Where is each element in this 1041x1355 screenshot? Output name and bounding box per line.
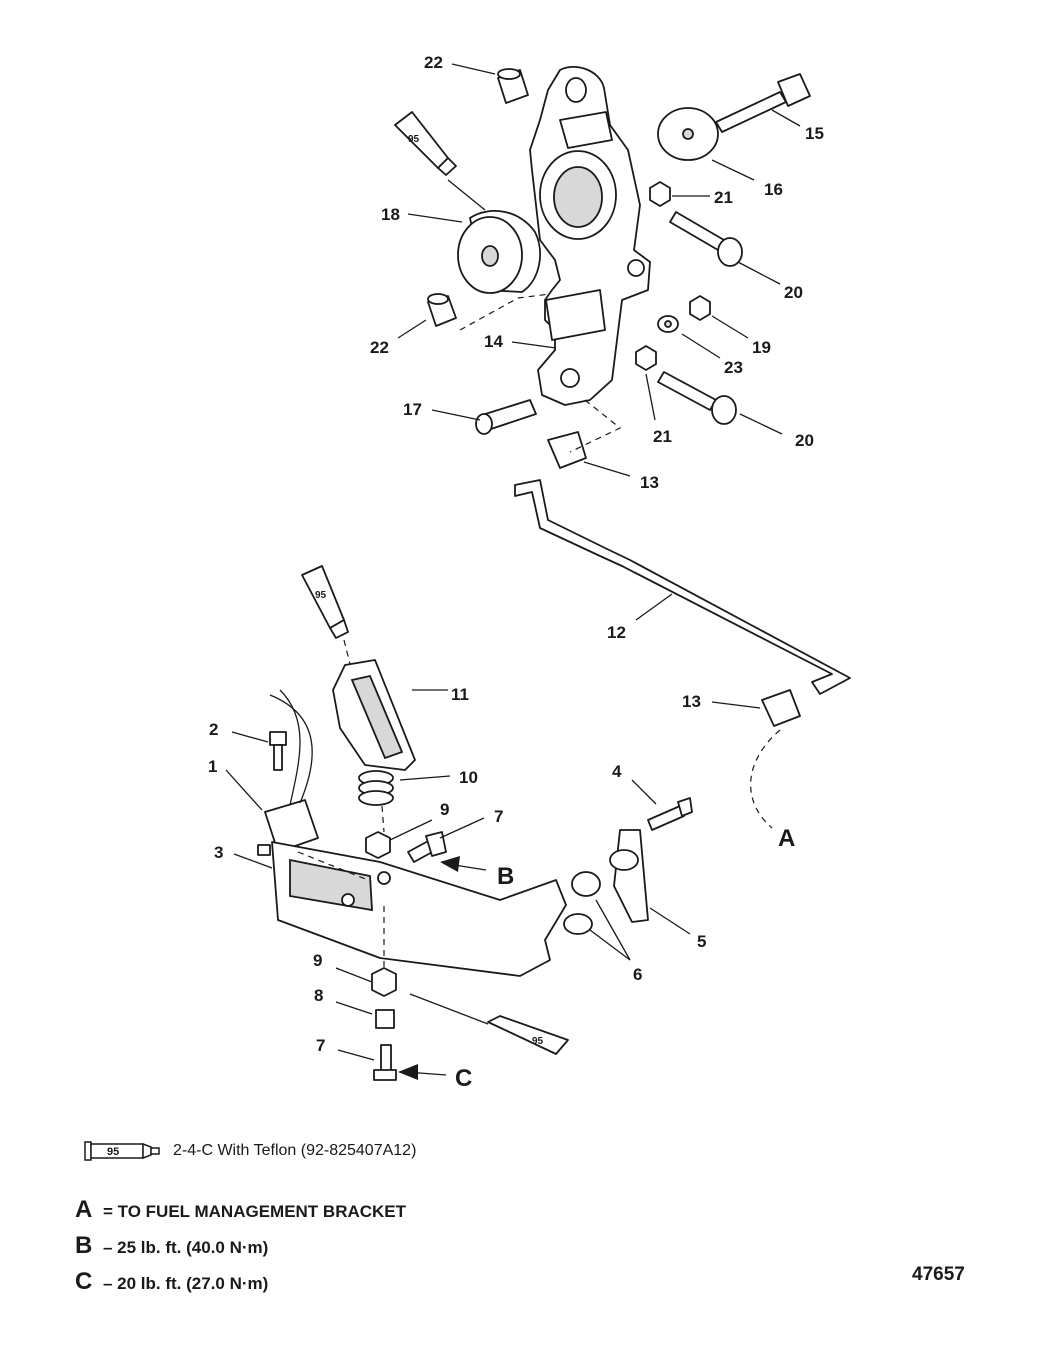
- nut-part-21-top: [649, 181, 671, 207]
- callout-4: 4: [612, 762, 622, 781]
- throttle-cam-part-14: [529, 66, 651, 406]
- lubricant-tube-middle: 95: [301, 565, 349, 639]
- callout-15: 15: [805, 124, 824, 143]
- callout-2: 2: [209, 720, 218, 739]
- tube-label-95: 95: [315, 590, 327, 601]
- screw-part-2: [269, 731, 287, 771]
- lubricant-legend-row: 95 2-4-C With Teflon (92-825407A12): [75, 1135, 416, 1167]
- callout-9: 9: [313, 951, 322, 970]
- bushing-part-6: [563, 871, 601, 935]
- figure-number: 47657: [912, 1264, 965, 1285]
- nut-part-19: [689, 295, 711, 321]
- callout-11: 11: [451, 685, 469, 704]
- bushing-part-22-top: [497, 68, 529, 104]
- bolt-part-15: [715, 73, 811, 133]
- cover-part-11: [332, 659, 416, 771]
- screw-part-20-bottom: [657, 371, 737, 425]
- roller-part-18: [457, 210, 541, 294]
- lubricant-tube-top: 95: [394, 111, 457, 176]
- legend-tube-label: 95: [107, 1146, 119, 1158]
- screw-part-4: [647, 797, 693, 831]
- lubricant-tube-icon: 95: [84, 1141, 160, 1161]
- tube-label-95: 95: [408, 134, 420, 145]
- callout-20: 20: [795, 431, 814, 450]
- link-rod-part-12: [514, 479, 851, 695]
- callout-6: 6: [633, 965, 642, 984]
- callout-5: 5: [697, 932, 706, 951]
- callout-7: 7: [494, 807, 503, 826]
- callout-21: 21: [714, 188, 733, 207]
- bolt-part-7-top: [407, 831, 447, 863]
- spring-part-10: [358, 770, 394, 806]
- note-a: A = TO FUEL MANAGEMENT BRACKET: [75, 1196, 406, 1224]
- callout-14: 14: [484, 332, 503, 351]
- throttle-lever-part-3: [271, 841, 567, 977]
- link-connector-part-13-mid: [761, 689, 801, 727]
- callout-10: 10: [459, 768, 478, 787]
- washer-part-16: [657, 107, 719, 161]
- callout-7: 7: [316, 1036, 325, 1055]
- link-connector-part-13-top: [547, 431, 587, 469]
- tube-label-95: 95: [532, 1036, 544, 1047]
- callout-17: 17: [403, 400, 422, 419]
- leader-lines: [225, 63, 801, 1061]
- arrow-c: [398, 1064, 447, 1080]
- callout-3: 3: [214, 843, 223, 862]
- note-b: B – 25 lb. ft. (40.0 N·m): [75, 1232, 268, 1260]
- letter-a: A: [778, 825, 795, 852]
- nut-part-9-bottom: [371, 967, 397, 997]
- callout-8: 8: [314, 986, 323, 1005]
- callout-13: 13: [682, 692, 701, 711]
- switch-part-1: [257, 689, 319, 856]
- callout-20: 20: [784, 283, 803, 302]
- callout-21: 21: [653, 427, 672, 446]
- callout-16: 16: [764, 180, 783, 199]
- nut-part-21-bottom: [635, 345, 657, 371]
- callout-19: 19: [752, 338, 771, 357]
- arrow-b: [440, 856, 487, 872]
- washer-part-23: [657, 315, 679, 333]
- bushing-part-8: [375, 1009, 395, 1029]
- note-text-c: – 20 lb. ft. (27.0 N·m): [103, 1274, 269, 1293]
- nut-part-9-top: [365, 831, 391, 859]
- note-text-b: – 25 lb. ft. (40.0 N·m): [103, 1238, 269, 1257]
- note-key-b: B: [75, 1232, 93, 1259]
- letter-b: B: [497, 863, 514, 890]
- note-c: C – 20 lb. ft. (27.0 N·m): [75, 1268, 268, 1296]
- note-key-a: A: [75, 1196, 93, 1223]
- callout-22: 22: [370, 338, 389, 357]
- bolt-part-7-bottom: [373, 1044, 397, 1081]
- callout-13: 13: [640, 473, 659, 492]
- callout-12: 12: [607, 623, 626, 642]
- lubricant-tube-bottom: 95: [487, 1015, 569, 1055]
- callout-23: 23: [724, 358, 743, 377]
- dashed-reference-lines: [297, 293, 781, 968]
- note-text-a: = TO FUEL MANAGEMENT BRACKET: [103, 1202, 407, 1221]
- callout-9: 9: [440, 800, 449, 819]
- note-key-c: C: [75, 1268, 93, 1295]
- callout-18: 18: [381, 205, 400, 224]
- legend: 95 2-4-C With Teflon (92-825407A12): [75, 1135, 416, 1167]
- letter-c: C: [455, 1065, 472, 1092]
- pin-part-17: [475, 399, 537, 435]
- callout-22: 22: [424, 53, 443, 72]
- screw-part-20-top: [669, 211, 743, 267]
- legend-text: 2-4-C With Teflon (92-825407A12): [173, 1142, 417, 1159]
- callout-labels: 22 15 16 21 18 20 19 22 14 23 17 21 20 1…: [208, 53, 824, 1092]
- bushing-part-22-bottom: [427, 293, 457, 327]
- callout-1: 1: [208, 757, 217, 776]
- bracket-part-5: [609, 829, 649, 923]
